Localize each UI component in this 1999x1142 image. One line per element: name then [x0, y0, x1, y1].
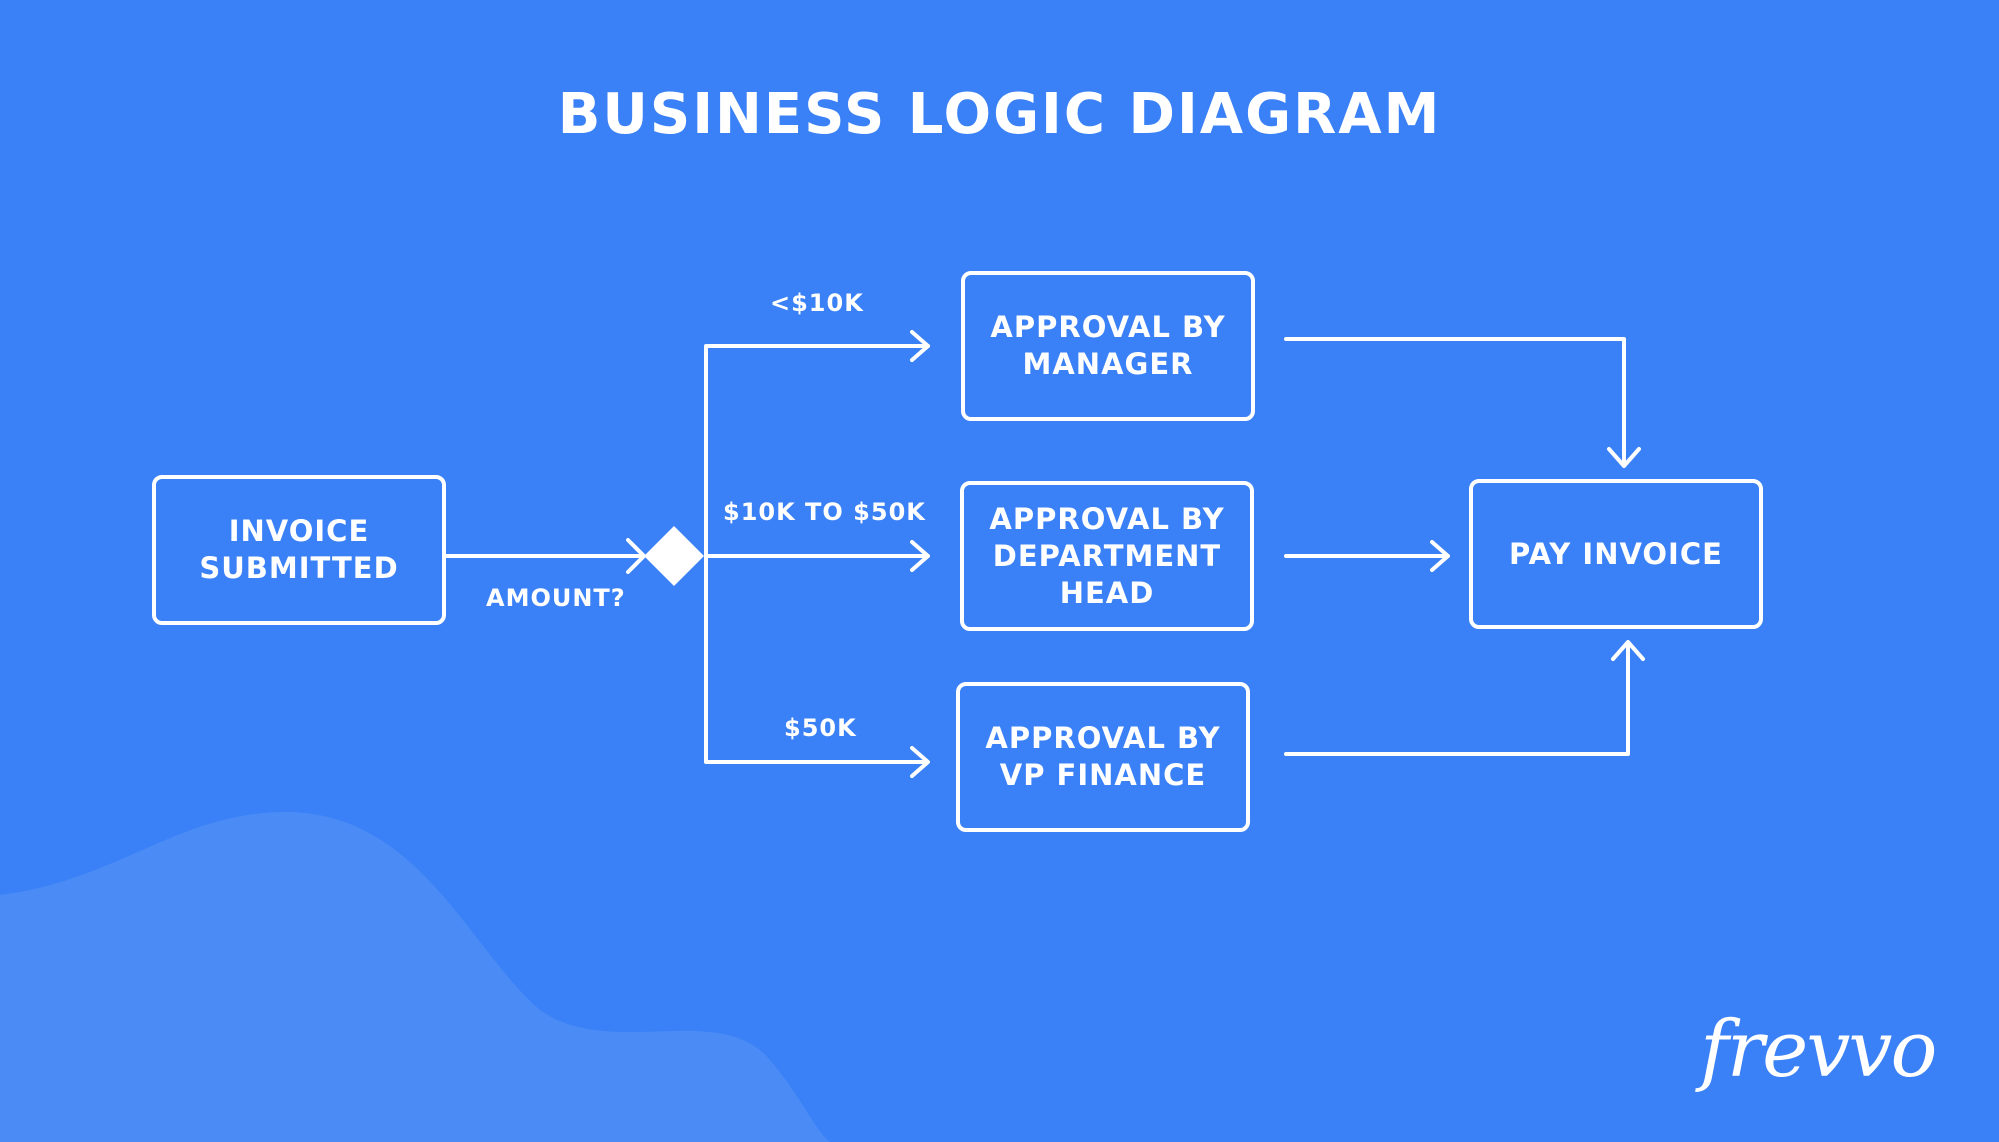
node-approval-vp-finance: APPROVAL BY VP FINANCE [956, 682, 1250, 832]
frevvo-logo: frevvo [1700, 1005, 1937, 1095]
node-approval-dept-head: APPROVAL BY DEPARTMENT HEAD [960, 481, 1254, 631]
node-approval-manager: APPROVAL BY MANAGER [961, 271, 1255, 421]
decision-diamond [644, 526, 704, 586]
branch-label-high: $50K [784, 714, 857, 742]
branch-label-mid: $10K TO $50K [723, 498, 926, 526]
edge-manager-to-pay [1284, 337, 1626, 466]
arrowhead-vp-finance [910, 746, 930, 778]
edge-vp-finance-to-pay [1284, 642, 1630, 756]
background-wave [0, 811, 830, 1142]
branch-label-low: <$10K [770, 289, 864, 317]
arrowhead-dept-head [910, 540, 930, 572]
decision-label: AMOUNT? [486, 584, 626, 612]
arrowhead-pay-top [1607, 447, 1641, 468]
node-pay-invoice: PAY INVOICE [1469, 479, 1763, 629]
node-invoice-submitted: INVOICE SUBMITTED [152, 475, 446, 625]
arrowhead-pay-left [1430, 540, 1450, 572]
arrowhead-manager [910, 330, 930, 362]
arrowhead-pay-bottom [1611, 640, 1645, 661]
diagram-title: BUSINESS LOGIC DIAGRAM [557, 82, 1442, 147]
